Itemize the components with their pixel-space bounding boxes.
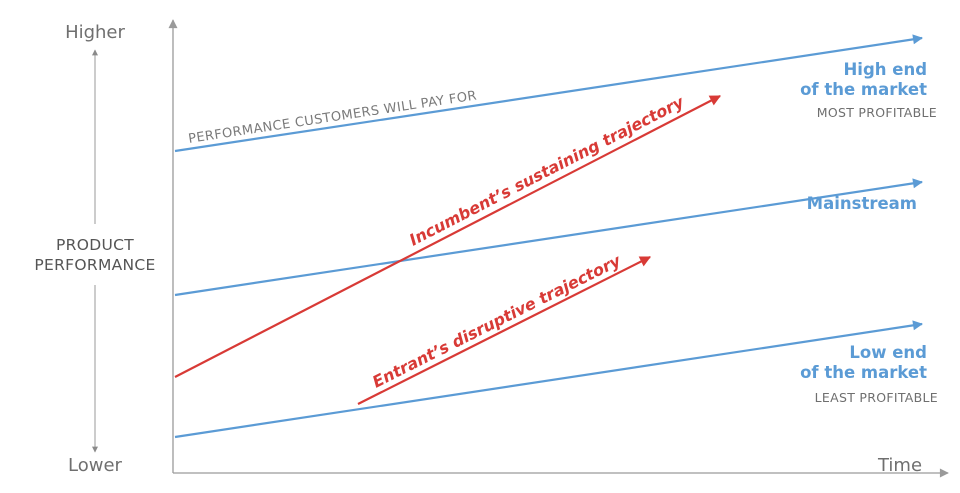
- high-end-label-line2: of the market: [800, 80, 927, 99]
- entrant-trajectory-line: [357, 256, 651, 405]
- high-end-caption: MOST PROFITABLE: [817, 105, 937, 120]
- y-axis-title-line2: PERFORMANCE: [34, 256, 155, 274]
- performance-line-label: PERFORMANCE CUSTOMERS WILL PAY FOR: [187, 89, 478, 147]
- entrant-trajectory-label: Entrant’s disruptive trajectory: [369, 251, 624, 392]
- mainstream-line: [174, 178, 923, 297]
- low-end-line: [174, 320, 923, 439]
- incumbent-trajectory-label: Incumbent’s sustaining trajectory: [406, 92, 687, 250]
- incumbent-trajectory-line: [174, 95, 721, 378]
- y-axis-top-label: Higher: [65, 22, 125, 43]
- low-end-label-line2: of the market: [800, 363, 927, 382]
- y-axis-title-line1: PRODUCT: [56, 236, 134, 254]
- y-axis-bottom-label: Lower: [68, 455, 123, 476]
- high-end-line: [174, 34, 923, 153]
- mainstream-label: Mainstream: [807, 194, 917, 213]
- low-end-caption: LEAST PROFITABLE: [815, 390, 938, 405]
- x-axis-label: Time: [877, 455, 922, 476]
- low-end-label-line1: Low end: [849, 343, 927, 362]
- high-end-label-line1: High end: [843, 60, 927, 79]
